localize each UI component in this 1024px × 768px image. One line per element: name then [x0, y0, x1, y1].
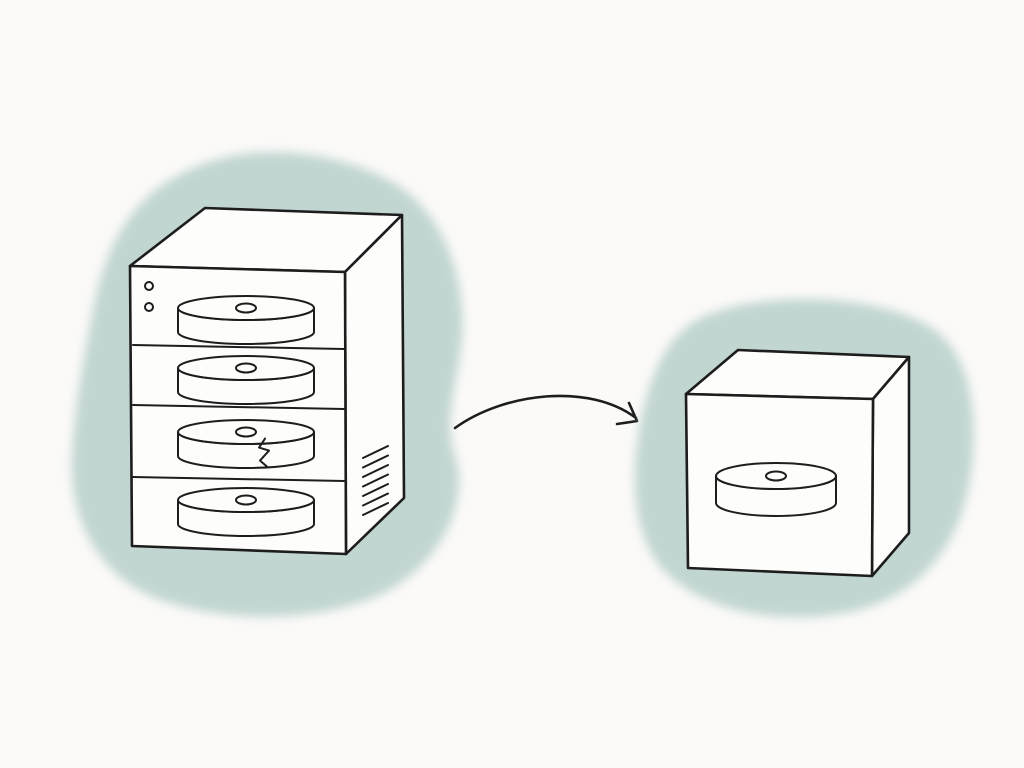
bay-divider — [132, 476, 345, 482]
drive-top — [177, 355, 315, 381]
drive-hub — [765, 470, 787, 482]
vent-slot — [362, 473, 389, 488]
arrow-curve — [453, 394, 638, 430]
target-cube — [634, 298, 974, 618]
vent-slot — [362, 464, 389, 478]
vent-slot — [362, 454, 389, 469]
disk-drive-icon — [177, 487, 315, 537]
source-server — [71, 152, 463, 617]
cube-drives — [715, 462, 837, 517]
drive-top — [177, 487, 315, 513]
drive-hub — [235, 426, 257, 438]
drive-top — [177, 295, 315, 321]
drive-top — [177, 419, 315, 445]
disk-drive-icon — [177, 295, 315, 345]
damaged-disk-drive-icon — [177, 419, 315, 469]
server-indicator-lights — [144, 281, 154, 312]
bay-divider — [132, 404, 345, 410]
connector-arrow — [453, 394, 639, 430]
drive-hub — [235, 302, 257, 314]
server-bay-dividers — [132, 344, 345, 482]
vent-slot — [362, 502, 389, 516]
disk-drive-icon — [715, 462, 837, 517]
server-vent-slots — [362, 445, 389, 516]
bay-divider — [132, 344, 345, 350]
server-drives — [177, 295, 315, 537]
server-tower — [128, 206, 406, 556]
indicator-light-icon — [144, 302, 154, 312]
drive-hub — [235, 494, 257, 506]
drive-top — [715, 462, 837, 490]
server-side-face — [343, 213, 406, 556]
indicator-light-icon — [144, 281, 154, 291]
drive-hub — [235, 362, 257, 374]
disk-drive-icon — [177, 355, 315, 405]
vent-slot — [362, 492, 389, 507]
vent-slot — [362, 445, 389, 459]
vent-slot — [362, 483, 389, 497]
drive-crack — [258, 437, 271, 468]
arrow-head-icon — [615, 401, 639, 426]
